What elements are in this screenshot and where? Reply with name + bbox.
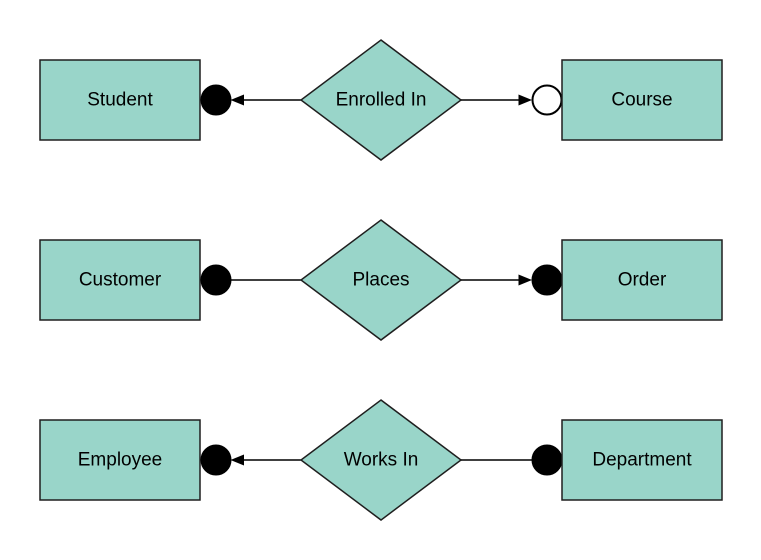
filled-circle-terminator — [531, 264, 563, 296]
entity-box-student — [39, 59, 201, 141]
entity-box-order — [561, 239, 723, 321]
relationship-diamond-places — [299, 219, 463, 341]
arrowhead-right-icon — [518, 274, 532, 286]
filled-circle-terminator — [200, 84, 232, 116]
relationship-label-enrolled-in: Enrolled In — [336, 90, 427, 111]
entity-label-customer: Customer — [79, 270, 162, 291]
filled-circle-terminator — [531, 444, 563, 476]
entity-label-course: Course — [611, 90, 672, 111]
arrowhead-right-icon — [518, 94, 532, 106]
relationship-label-works-in: Works In — [344, 450, 419, 471]
relationship-label-places: Places — [352, 270, 409, 291]
entity-box-department — [561, 419, 723, 501]
er-row-customer-order: Customer Places Order — [39, 219, 723, 341]
entity-label-employee: Employee — [78, 450, 163, 471]
entity-box-customer — [39, 239, 201, 321]
entity-label-order: Order — [618, 270, 667, 291]
relationship-diamond-enrolled-in — [299, 39, 463, 161]
er-row-student-course: Student Enrolled In Course — [39, 39, 723, 161]
entity-box-employee — [39, 419, 201, 501]
filled-circle-terminator — [200, 444, 232, 476]
er-row-employee-department: Employee Works In Department — [39, 399, 723, 521]
filled-circle-terminator — [200, 264, 232, 296]
arrowhead-left-icon — [230, 454, 244, 466]
entity-label-department: Department — [592, 450, 692, 471]
entity-box-course — [561, 59, 723, 141]
relationship-diamond-works-in — [299, 399, 463, 521]
open-circle-terminator — [531, 84, 563, 116]
entity-label-student: Student — [87, 90, 153, 111]
arrowhead-left-icon — [230, 94, 244, 106]
